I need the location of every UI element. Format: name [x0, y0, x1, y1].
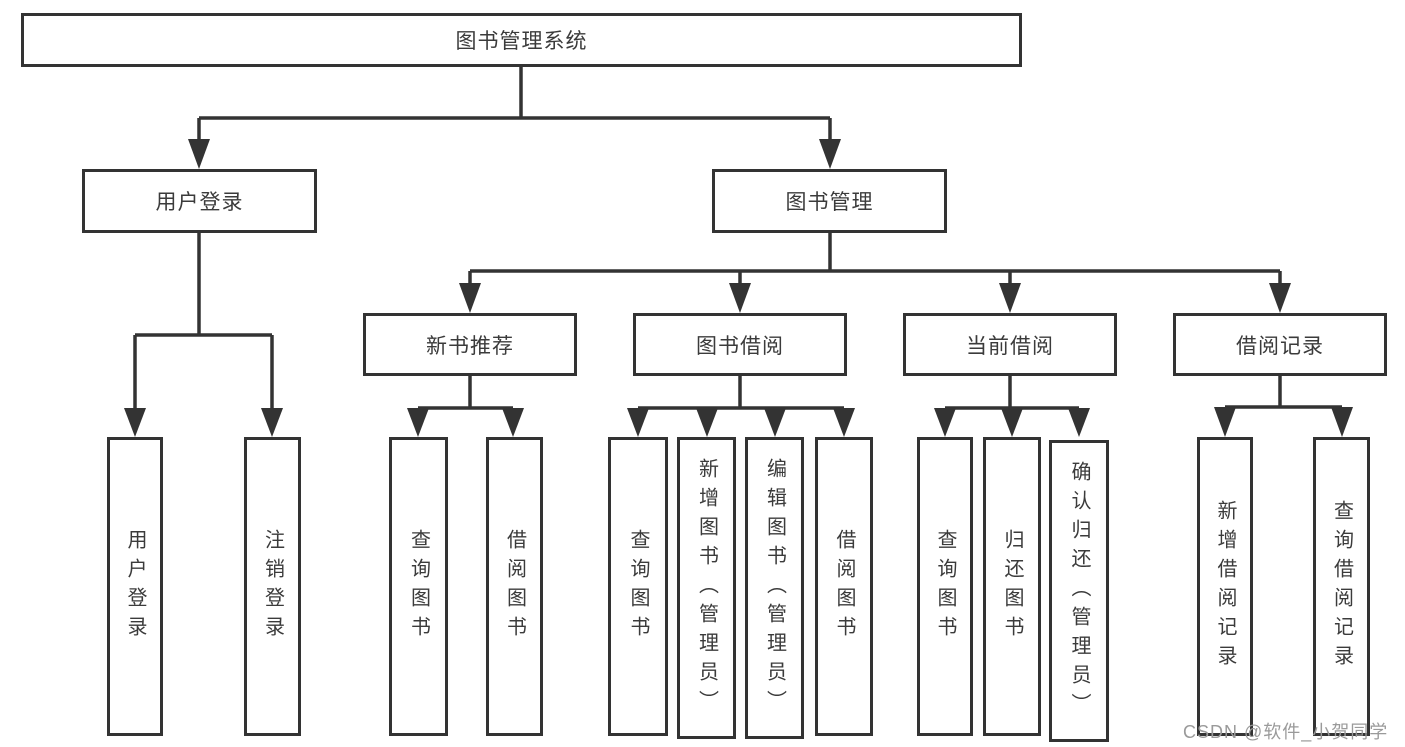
node-user-login: 用户登录	[82, 169, 317, 233]
leaf-records-query-record: 查询借阅记录	[1313, 437, 1370, 736]
leaf-current-confirm-return-admin: 确认归还（管理员）	[1049, 440, 1109, 742]
node-library-system-root: 图书管理系统	[21, 13, 1022, 67]
leaf-user-login: 用户登录	[107, 437, 163, 736]
leaf-current-return-books: 归还图书	[983, 437, 1041, 736]
leaf-borrowing-edit-books-admin: 编辑图书（管理员）	[745, 437, 804, 739]
node-new-book-recommend: 新书推荐	[363, 313, 577, 376]
leaf-logout: 注销登录	[244, 437, 301, 736]
node-book-management: 图书管理	[712, 169, 947, 233]
node-borrowing-records: 借阅记录	[1173, 313, 1387, 376]
leaf-current-query-books: 查询图书	[917, 437, 973, 736]
csdn-watermark: CSDN @软件_小贺同学	[1183, 722, 1389, 742]
leaf-borrowing-query-books: 查询图书	[608, 437, 668, 736]
leaf-records-add-record: 新增借阅记录	[1197, 437, 1253, 736]
node-book-borrowing: 图书借阅	[633, 313, 847, 376]
leaf-recommend-query-books: 查询图书	[389, 437, 448, 736]
leaf-borrowing-add-books-admin: 新增图书（管理员）	[677, 437, 736, 739]
node-current-borrowing: 当前借阅	[903, 313, 1117, 376]
leaf-borrowing-borrow-books: 借阅图书	[815, 437, 873, 736]
leaf-recommend-borrow-books: 借阅图书	[486, 437, 543, 736]
arrowheads	[124, 139, 1353, 437]
